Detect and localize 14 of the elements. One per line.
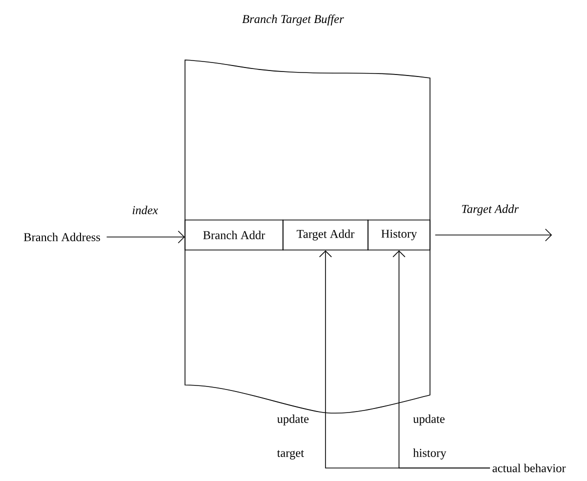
title: Branch Target Buffer xyxy=(242,14,344,26)
table-cell: Target Addr xyxy=(282,220,368,250)
edge-label: Target Addr xyxy=(462,204,519,216)
edge-label: update history xyxy=(413,414,446,460)
input-label: actual behavior xyxy=(492,464,566,472)
arrow xyxy=(106,230,185,244)
arrow xyxy=(392,250,490,468)
edge-label: index xyxy=(132,206,158,214)
buffer-table xyxy=(184,60,430,414)
table-cell: Branch Addr xyxy=(184,220,284,250)
input-label: Branch Address xyxy=(24,232,100,242)
edge-label: update target xyxy=(277,414,309,460)
arrow xyxy=(434,228,552,242)
table-cell: History xyxy=(368,220,430,250)
